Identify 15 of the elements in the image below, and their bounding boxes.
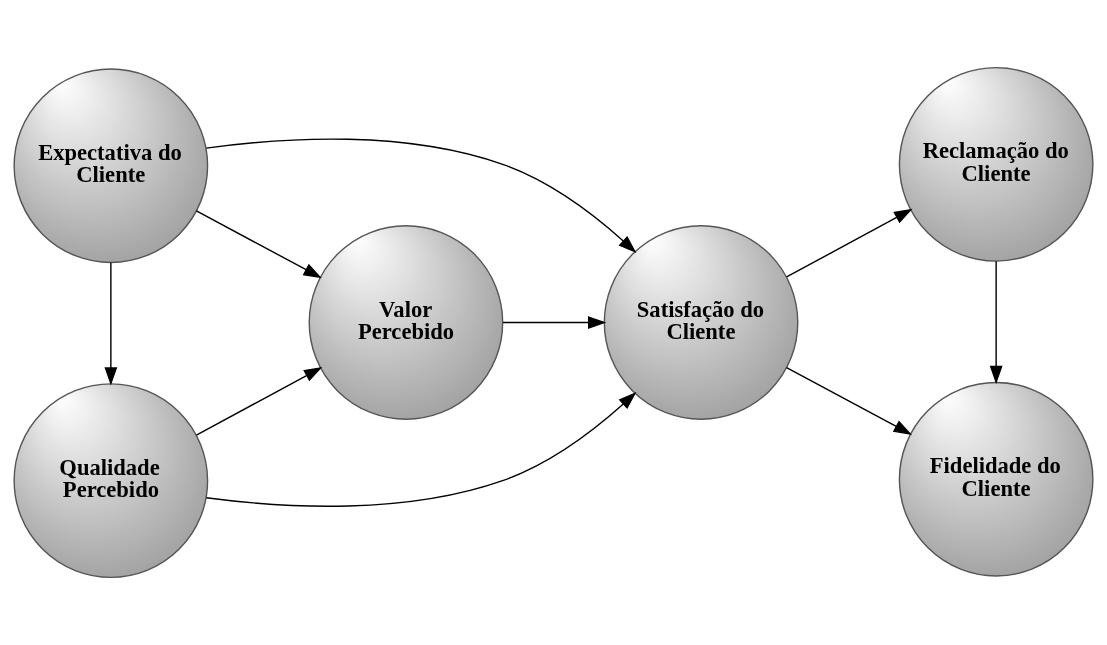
node-circle: Fidelidade do Cliente [898,381,1094,577]
node-circle: Valor Percebido [308,225,504,420]
arrow [195,366,323,436]
node-circle: Expectativa do Cliente [13,68,209,264]
arrow [205,391,637,507]
arrow [989,260,1003,385]
arrow [205,138,637,254]
arrow [195,210,322,279]
arrow [502,316,607,329]
node-circle: Satisfação do Cliente [603,225,799,420]
arrow [104,262,118,386]
arrow [785,208,913,278]
arrow [785,366,913,435]
node-circle: Reclamação do Cliente [898,66,1094,262]
node-circle: Qualidade Percebido [13,383,209,579]
